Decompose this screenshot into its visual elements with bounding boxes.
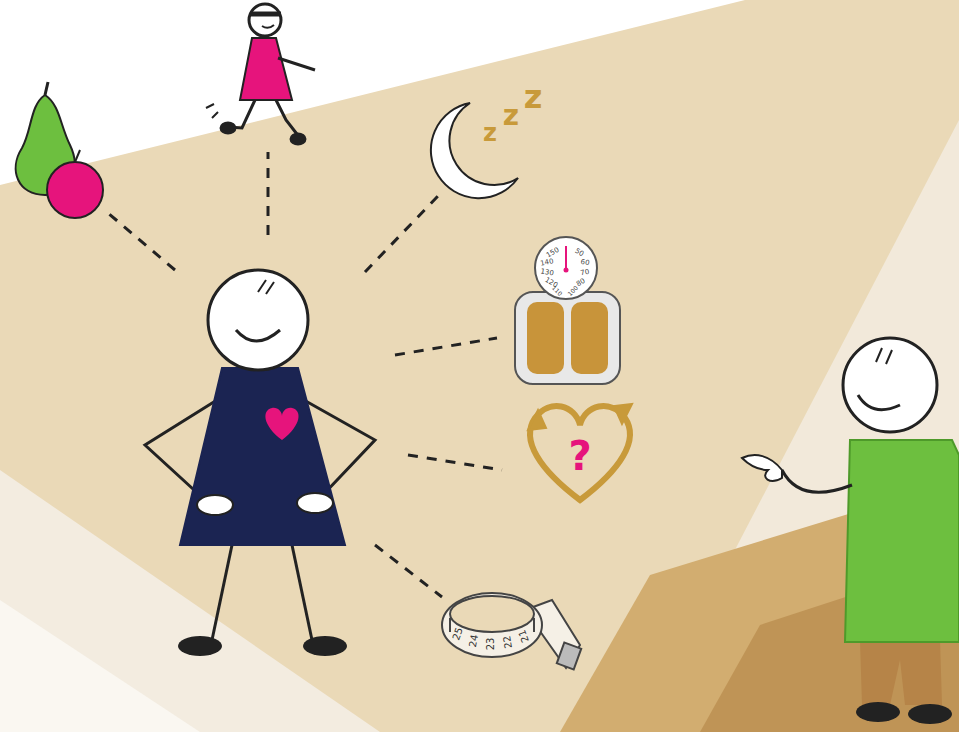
dial-number: 110	[551, 285, 563, 297]
sleep-letter: z	[524, 81, 543, 113]
main-person-figure-part	[292, 545, 312, 640]
second-person-figure-part	[876, 348, 892, 364]
leader-lines-part	[375, 545, 442, 597]
dial-number: 140	[540, 258, 554, 267]
second-person-figure-part	[845, 440, 959, 642]
tape-number: 23	[486, 638, 496, 651]
runner-icon-part	[221, 123, 235, 133]
question-mark: ?	[568, 436, 591, 476]
scale-icon-part	[527, 302, 564, 374]
second-person-figure-part	[742, 455, 782, 481]
scale-icon-part	[571, 302, 608, 374]
heart-cycle-icon	[528, 404, 632, 500]
runner-icon-part	[240, 38, 292, 100]
runner-icon-part	[250, 12, 281, 17]
tape-measure-icon	[442, 593, 581, 669]
leader-lines-part	[108, 213, 175, 270]
tape-measure-icon-part	[450, 596, 534, 632]
tape-number: 25	[451, 626, 465, 641]
dial-number: 150	[545, 247, 560, 260]
main-person-figure-part	[236, 330, 280, 341]
runner-icon-part	[249, 4, 281, 36]
dial-number: 70	[580, 269, 590, 277]
second-person-figure-part	[860, 640, 942, 705]
second-person-figure-part	[843, 338, 937, 432]
main-person-figure-part	[265, 408, 298, 440]
fruit-icon-part	[47, 162, 103, 218]
scale-icon	[515, 237, 620, 384]
second-person-figure-part	[782, 470, 852, 492]
tape-number: 21	[517, 628, 531, 643]
main-person-figure	[145, 270, 375, 656]
dial-number: 100	[567, 285, 579, 297]
fruit-icon-part	[45, 82, 48, 95]
leader-lines	[108, 152, 502, 597]
runner-icon-part	[291, 134, 305, 144]
sleep-letter: z	[483, 121, 497, 145]
fruit-icon-part	[75, 150, 80, 162]
main-person-figure-part	[303, 636, 347, 656]
main-person-figure-part	[212, 545, 232, 640]
runner-icon	[206, 4, 315, 144]
second-person-figure-part	[856, 702, 900, 722]
main-person-figure-part	[297, 493, 333, 513]
dial-number: 60	[580, 259, 590, 267]
heart-cycle-icon-part	[530, 406, 630, 500]
scale-icon-part	[564, 268, 569, 273]
heart-cycle-icon-part	[528, 410, 546, 430]
scale-icon-part	[535, 237, 597, 299]
fruit-icon	[16, 82, 103, 218]
leader-lines-part	[395, 338, 497, 355]
leader-lines-part	[408, 455, 502, 470]
runner-icon-part	[262, 25, 274, 28]
second-person-figure-part	[858, 395, 900, 410]
main-person-figure-part	[197, 495, 233, 515]
main-person-figure-part	[178, 636, 222, 656]
scale-icon-part	[565, 246, 567, 270]
leader-lines-part	[267, 152, 270, 235]
runner-icon-part	[278, 58, 315, 70]
main-person-figure-part	[258, 280, 274, 294]
tape-number: 24	[468, 634, 480, 648]
leader-lines-part	[365, 196, 438, 272]
sleep-letter: z	[503, 102, 519, 130]
tape-measure-icon-part	[442, 593, 542, 657]
heart-cycle-icon-part	[614, 404, 632, 424]
background-part	[0, 600, 200, 732]
second-person-figure	[742, 338, 959, 724]
tape-number: 22	[502, 635, 514, 649]
scale-icon-part	[515, 292, 620, 384]
runner-icon-part	[206, 104, 218, 118]
main-person-figure-part	[208, 270, 308, 370]
main-person-figure-part	[180, 368, 345, 545]
runner-icon-part	[276, 100, 300, 138]
second-person-figure-part	[908, 704, 952, 724]
dial-number: 50	[573, 248, 584, 259]
tape-measure-icon-part	[557, 643, 581, 670]
